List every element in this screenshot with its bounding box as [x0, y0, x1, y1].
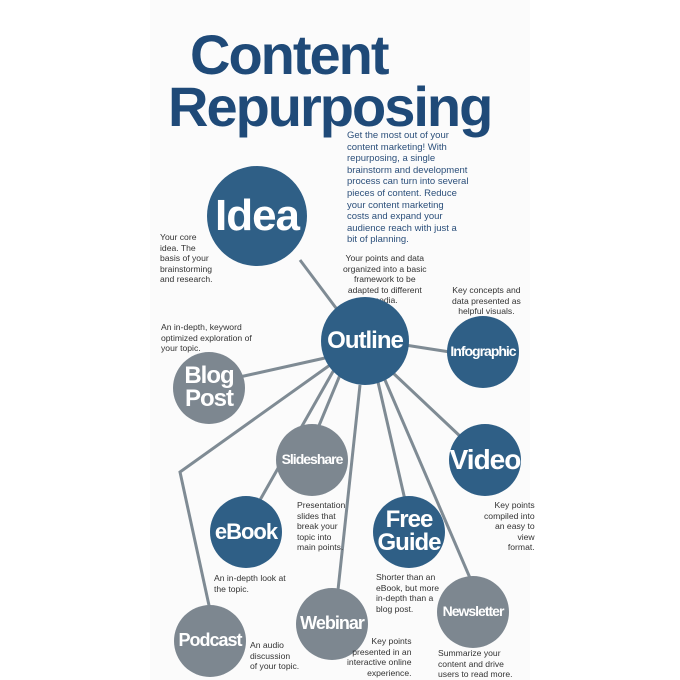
- node-webinar-label: Webinar: [300, 613, 365, 634]
- node-infographic-label: Infographic: [450, 343, 516, 360]
- link-outline-video: [390, 370, 464, 440]
- node-slideshare: Slideshare: [276, 424, 348, 496]
- node-video: Video: [449, 424, 521, 496]
- note-podcast: An audio discussion of your topic.: [250, 640, 300, 672]
- note-infographic: Key concepts and data presented as helpf…: [452, 285, 521, 317]
- note-free-guide: Shorter than an eBook, but more in-depth…: [376, 572, 440, 614]
- link-outline-infographic: [404, 343, 451, 354]
- title-line-2: Repurposing: [168, 75, 493, 138]
- link-outline-webinar: [336, 384, 362, 591]
- node-outline: Outline: [321, 297, 409, 385]
- node-infographic: Infographic: [447, 316, 519, 388]
- node-newsletter: Newsletter: [437, 576, 509, 648]
- note-ebook: An in-depth look at the topic.: [214, 573, 286, 594]
- node-free-guide: Free Guide: [373, 496, 445, 568]
- note-outline: Your points and data organized into a ba…: [343, 253, 427, 306]
- node-podcast-label: Podcast: [178, 630, 242, 651]
- link-outline-slideshare: [316, 374, 342, 429]
- node-slideshare-label: Slideshare: [281, 451, 344, 468]
- link-outline-newsletter: [383, 379, 472, 579]
- note-slideshare: Presentation slides that break your topi…: [297, 500, 346, 553]
- node-webinar: Webinar: [296, 588, 368, 660]
- node-idea-label: Idea: [214, 191, 300, 241]
- link-outline-blogpost: [234, 356, 326, 380]
- note-idea: Your core idea. The basis of your brains…: [160, 232, 213, 285]
- intro-text: Get the most out of your content marketi…: [347, 130, 469, 246]
- note-blog-post: An in-depth, keyword optimized explorati…: [161, 322, 252, 354]
- node-outline-label: Outline: [327, 326, 404, 354]
- node-blog-post: Blog Post: [173, 352, 245, 424]
- node-podcast: Podcast: [174, 605, 246, 677]
- node-blog-post-label: Blog Post: [184, 362, 234, 412]
- note-newsletter: Summarize your content and drive users t…: [438, 648, 513, 680]
- note-webinar: Key points presented in an interactive o…: [347, 636, 412, 678]
- title-line-1: Content: [190, 23, 390, 86]
- link-outline-freeguide: [376, 381, 407, 501]
- node-newsletter-label: Newsletter: [442, 603, 505, 620]
- link-outline-podcast: [178, 363, 331, 611]
- node-video-label: Video: [449, 443, 522, 475]
- node-idea: Idea: [207, 166, 307, 266]
- node-ebook-label: eBook: [214, 518, 278, 544]
- node-free-guide-label: Free Guide: [377, 506, 441, 556]
- note-video: Key points compiled into an easy to view…: [484, 500, 535, 553]
- node-ebook: eBook: [210, 496, 282, 568]
